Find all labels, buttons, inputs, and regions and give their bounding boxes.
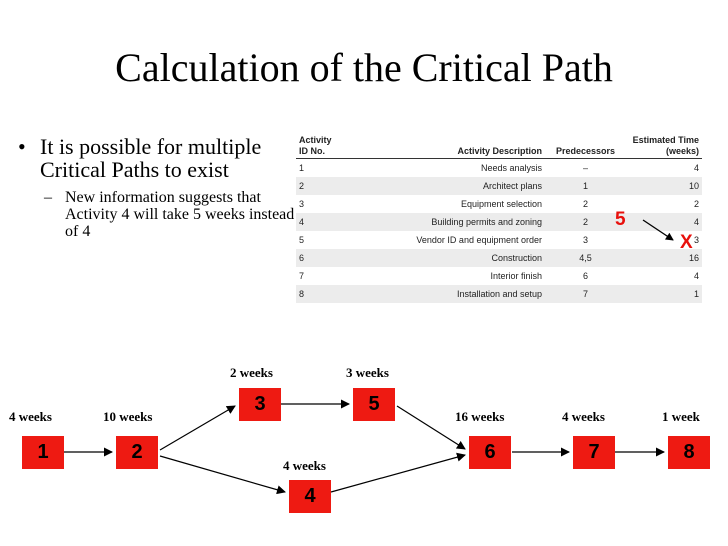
- cell-id: 8: [296, 285, 335, 303]
- table-row: 7 Interior finish 6 4: [296, 267, 702, 285]
- cell-id: 7: [299, 271, 305, 281]
- network-node-2: 2: [116, 436, 158, 469]
- table-row: 8 Installation and setup 7 1: [296, 285, 702, 303]
- strike-mark: X: [680, 232, 693, 253]
- cell-predecessors: 7: [545, 285, 626, 303]
- cell-time: 4: [693, 163, 699, 173]
- cell-time: 10: [626, 177, 702, 195]
- cell-id: 5: [299, 235, 305, 245]
- duration-node-7: 4 weeks: [562, 409, 605, 424]
- network-node-8: 8: [668, 436, 710, 469]
- cell-predecessors: 6: [582, 271, 588, 281]
- duration-node-8: 1 week: [662, 409, 700, 424]
- table-row: 1 Needs analysis – 4: [296, 159, 702, 178]
- cell-predecessors: 1: [545, 177, 626, 195]
- cell-time: 4: [626, 213, 702, 231]
- cell-time: 16: [626, 249, 702, 267]
- duration-node-1: 4 weeks: [9, 409, 52, 424]
- cell-predecessors: 3: [582, 235, 588, 245]
- cell-time: 1: [626, 285, 702, 303]
- cell-description: Building permits and zoning: [334, 213, 545, 231]
- cell-description: Vendor ID and equipment order: [416, 235, 542, 245]
- cell-description: Construction: [334, 249, 545, 267]
- header-activity-description: Activity Description: [334, 134, 545, 159]
- table-row: 6 Construction 4,5 16: [296, 249, 702, 267]
- table-row: 3 Equipment selection 2 2: [296, 195, 702, 213]
- cell-description: Installation and setup: [334, 285, 545, 303]
- network-node-5: 5: [353, 388, 395, 421]
- cell-description: Interior finish: [490, 271, 542, 281]
- cell-time: 4: [693, 271, 699, 281]
- activity-table: Activity ID No. Activity Description Pre…: [296, 134, 702, 303]
- cell-predecessors: –: [582, 163, 588, 173]
- duration-node-4: 4 weeks: [283, 458, 326, 473]
- table-row: 2 Architect plans 1 10: [296, 177, 702, 195]
- cell-id: 3: [299, 199, 305, 209]
- cell-time: 3: [693, 235, 699, 245]
- table-row: 4 Building permits and zoning 2 4: [296, 213, 702, 231]
- cell-predecessors: 4,5: [545, 249, 626, 267]
- cell-id: 4: [296, 213, 335, 231]
- edge-2-4: [159, 455, 286, 495]
- bullet-marker: •: [18, 134, 26, 159]
- table-row: 5 Vendor ID and equipment order 3 3: [296, 231, 702, 249]
- bullet-sub-text: New information suggests that Activity 4…: [65, 189, 295, 240]
- revised-duration-label: 5: [615, 209, 626, 230]
- duration-node-3: 2 weeks: [230, 365, 273, 380]
- cell-predecessors: 2: [545, 213, 626, 231]
- header-activity-id: Activity ID No.: [296, 134, 335, 159]
- edge-5-6: [396, 405, 466, 450]
- cell-id: 1: [299, 163, 305, 173]
- cell-predecessors: 2: [582, 199, 588, 209]
- edge-4-6: [330, 452, 466, 493]
- edge-2-3: [159, 405, 236, 451]
- cell-description: Needs analysis: [480, 163, 542, 173]
- network-node-3: 3: [239, 388, 281, 421]
- cell-description: Architect plans: [334, 177, 545, 195]
- cell-description: Equipment selection: [460, 199, 542, 209]
- duration-node-6: 16 weeks: [455, 409, 505, 424]
- slide-title: Calculation of the Critical Path: [115, 45, 613, 90]
- cell-id: 6: [296, 249, 335, 267]
- network-node-7: 7: [573, 436, 615, 469]
- network-node-6: 6: [469, 436, 511, 469]
- duration-node-5: 3 weeks: [346, 365, 389, 380]
- sub-bullet-marker: –: [44, 189, 52, 206]
- network-node-1: 1: [22, 436, 64, 469]
- cell-time: 2: [693, 199, 699, 209]
- header-predecessors: Predecessors: [545, 134, 626, 159]
- table-header-row: Activity ID No. Activity Description Pre…: [296, 134, 702, 159]
- network-node-4: 4: [289, 480, 331, 513]
- duration-node-2: 10 weeks: [103, 409, 153, 424]
- bullet-main-text: It is possible for multiple Critical Pat…: [40, 134, 262, 182]
- cell-id: 2: [296, 177, 335, 195]
- header-estimated-time: Estimated Time (weeks): [626, 134, 702, 159]
